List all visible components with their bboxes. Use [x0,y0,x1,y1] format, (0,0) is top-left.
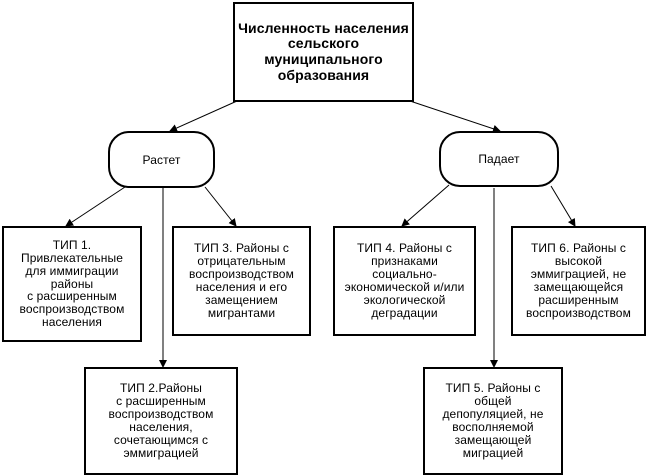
root-title: Численность населения сельского муниципа… [238,19,409,83]
root-node: Численность населения сельского муниципа… [233,2,414,102]
connector-falling-to-type6 [550,185,576,227]
connector-root-to-falling [409,100,501,133]
growing-branch-label: Растет [142,152,181,167]
type-6-box: ТИП 6. Районы с высокой эммиграцией, не … [511,226,646,336]
falling-branch-label: Падает [478,152,520,166]
type-4-text: ТИП 4. Районы с признаками социально- эк… [344,241,465,320]
growing-branch-node: Растет [108,131,215,188]
connector-growing-to-type1 [65,186,126,227]
type-6-text: ТИП 6. Районы с высокой эммиграцией, не … [526,241,631,320]
type-3-text: ТИП 3. Районы с отрицательным воспроизво… [189,241,294,320]
type-2-box: ТИП 2.Районы с расширенным воспроизводст… [84,367,238,475]
connector-root-to-growing [169,100,238,132]
type-1-text: ТИП 1. Привлекательные для иммиграции ра… [19,237,125,330]
connector-falling-to-type4 [401,184,450,227]
type-5-box: ТИП 5. Районы с общей депопуляцией, не в… [423,367,563,475]
type-4-box: ТИП 4. Районы с признаками социально- эк… [333,226,476,336]
type-1-box: ТИП 1. Привлекательные для иммиграции ра… [2,226,142,342]
type-5-text: ТИП 5. Районы с общей депопуляцией, не в… [442,381,544,460]
falling-branch-node: Падает [439,131,559,187]
connector-growing-to-type3 [204,186,237,227]
type-3-box: ТИП 3. Районы с отрицательным воспроизво… [172,226,311,336]
type-2-text: ТИП 2.Районы с расширенным воспроизводст… [108,381,214,460]
